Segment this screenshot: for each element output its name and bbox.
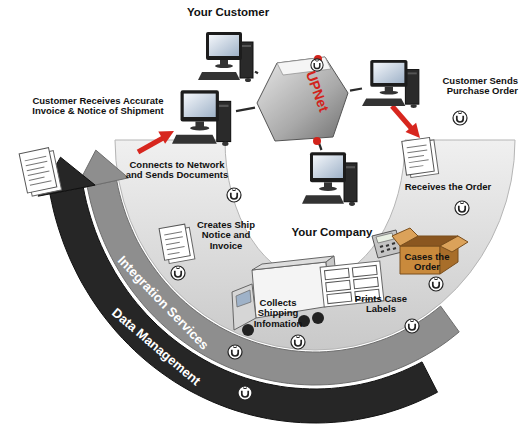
computer-node: Your Company: [302, 150, 362, 206]
band-label: Integration Services: [114, 253, 210, 352]
step-label: Collects Shipping Infomation: [246, 298, 310, 329]
network-cable: [255, 72, 258, 74]
logo-icon: [291, 335, 305, 349]
computer-icon: [198, 30, 258, 82]
step-label: Receives the Order: [398, 182, 498, 192]
ship-notice-document: [159, 223, 195, 264]
step-label: Creates Ship Notice and Invoice: [196, 220, 256, 251]
node-heading: Customer Sends Purchase Order: [420, 76, 518, 97]
red-flow-arrow: [392, 106, 420, 138]
step-label: Connects to Network and Sends Documents: [122, 160, 232, 181]
network-hub: UPNet: [255, 55, 350, 143]
logo-icon: [227, 188, 241, 202]
computer-node: Customer Sends Purchase Order: [362, 58, 424, 108]
red-flow-arrow: [138, 131, 174, 152]
network-cable: [350, 89, 362, 91]
computer-node: Customer Receives Accurate Invoice & Not…: [172, 88, 236, 146]
logo-icon: [405, 319, 419, 333]
logo-icon: [455, 201, 469, 215]
logo-icon: [238, 386, 252, 400]
computer-icon: [302, 150, 362, 206]
step-label: Cases the Order: [402, 252, 452, 273]
purchase-order-document: [402, 137, 439, 178]
logo-icon: [453, 111, 467, 125]
logo-icon: [429, 277, 443, 291]
step-label: Prints Case Labels: [352, 294, 410, 315]
logo-icon: [228, 345, 242, 359]
computer-icon: [362, 58, 424, 108]
invoice-document: [19, 147, 61, 197]
band-label: Data Management: [109, 306, 203, 389]
network-cable: [236, 108, 255, 112]
computer-node: Your Customer: [198, 30, 258, 82]
process-band: [115, 140, 515, 350]
node-heading: Customer Receives Accurate Invoice & Not…: [28, 96, 168, 117]
node-heading: Your Company: [282, 226, 382, 238]
shipping-box: [392, 228, 468, 274]
logo-icon: [171, 266, 185, 280]
node-heading: Your Customer: [158, 6, 298, 18]
hub-shape: [255, 55, 350, 143]
computer-icon: [172, 88, 236, 146]
